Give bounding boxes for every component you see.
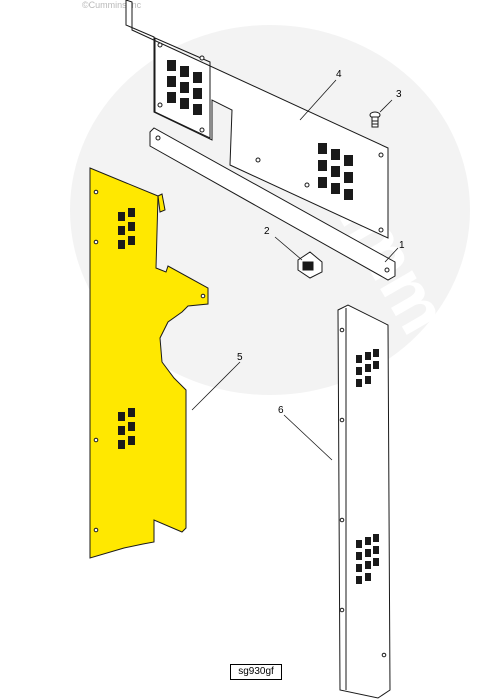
figure-id-label: sg930gf [230,664,282,680]
callout-3: 3 [396,89,402,100]
callout-2: 2 [264,226,270,237]
part-6-side-panel [337,304,391,699]
part-3-screw [369,111,381,128]
part-5-side-panel [89,167,209,559]
vent-grid-panel5-upper [118,208,135,249]
copyright-notice: ©Cummins Inc [82,0,142,10]
vent-grid-upper-left [167,60,202,115]
callout-5: 5 [237,352,243,363]
callout-4: 4 [336,69,342,80]
part-4-upper-panel [125,0,389,239]
part-1-strip [149,127,396,281]
vent-grid-panel6-upper [356,349,379,387]
vent-grid-upper-right [318,143,353,200]
part-2-clip [297,251,323,279]
callout-6: 6 [278,405,284,416]
leader-lines [191,79,399,461]
vent-grid-panel6-lower [356,534,379,584]
vent-grid-panel5-lower [118,408,135,449]
callout-1: 1 [399,240,405,251]
